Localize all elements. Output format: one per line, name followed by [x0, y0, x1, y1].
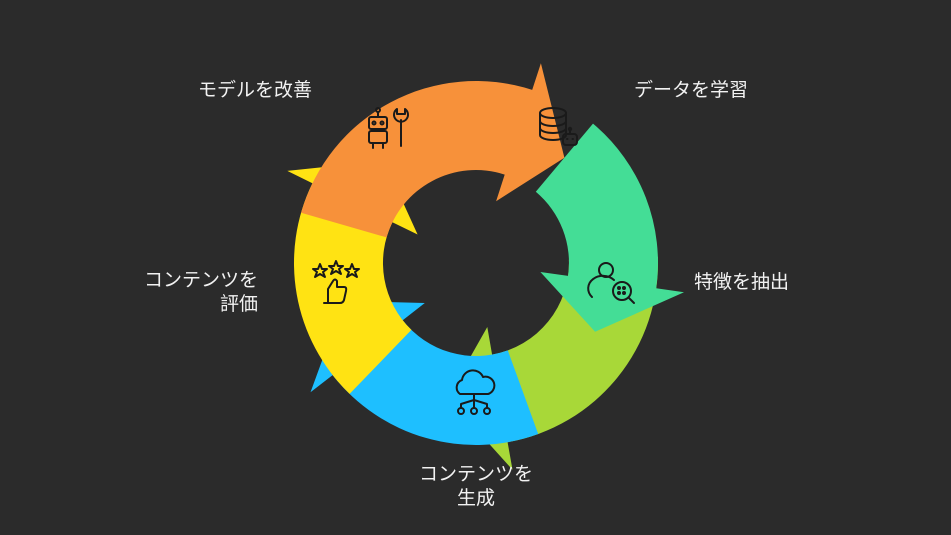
stage-label-generate: コンテンツを 生成 — [416, 462, 536, 510]
stage-label-learn-line-1: データを学習 — [634, 79, 749, 101]
robot-wrench-icon — [368, 107, 409, 149]
stage-label-evaluate: コンテンツを 評価 — [138, 268, 258, 316]
stage-label-extract: 特徴を抽出 — [694, 270, 789, 294]
stage-label-evaluate-line-1: コンテンツを — [143, 269, 258, 291]
stage-label-generate-line-1: コンテンツを — [418, 463, 533, 485]
cloud-network-icon — [455, 369, 496, 415]
stage-label-learn: データを学習 — [634, 78, 748, 102]
learn-segment-arrow — [535, 123, 684, 332]
stars-thumbs-up-icon — [312, 260, 360, 304]
user-magnifier-icon — [587, 262, 635, 304]
database-robot-icon — [539, 107, 578, 146]
stage-label-extract-line-1: 特徴を抽出 — [694, 271, 790, 293]
stage-label-improve-line-1: モデルを改善 — [198, 79, 313, 101]
stage-label-generate-line-2: 生成 — [456, 487, 495, 509]
improve-segment-arrow — [301, 63, 565, 238]
stage-label-evaluate-line-2: 評価 — [219, 293, 258, 315]
stage-label-improve: モデルを改善 — [198, 78, 312, 102]
